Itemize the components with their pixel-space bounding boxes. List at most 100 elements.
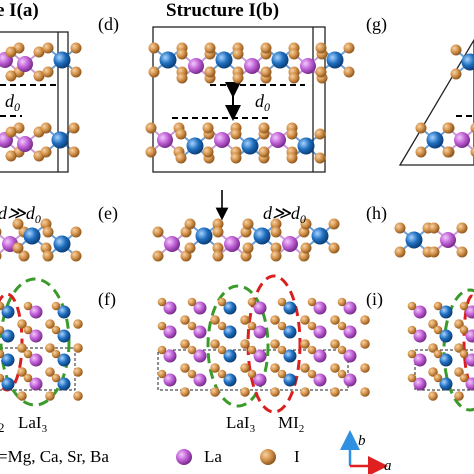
metal-atom	[426, 131, 444, 149]
iodine-atom	[175, 128, 187, 140]
iodine-atom	[433, 373, 443, 383]
atom-layer	[0, 42, 474, 401]
iodine-atom	[337, 369, 347, 379]
lanthanum-atom	[313, 349, 327, 363]
iodine-atom	[17, 319, 27, 329]
lai3-label-middle: LaI3	[226, 413, 256, 435]
mi2-label-middle: MI2	[278, 413, 304, 435]
metal-atom	[186, 137, 204, 155]
iodine-atom	[240, 387, 250, 397]
lanthanum-atom	[163, 301, 177, 315]
metal-atom	[57, 329, 71, 343]
lanthanum-atom	[193, 373, 207, 387]
unit-cell-frame-left	[0, 31, 69, 173]
lanthanum-atom	[413, 377, 427, 391]
iodine-atom	[176, 48, 188, 60]
iodine-atom	[73, 319, 83, 329]
header-structure-ia-partial: e I(a)	[0, 0, 39, 21]
iodine-atom	[212, 250, 224, 262]
iodine-atom	[270, 315, 280, 325]
red-domain-mid	[246, 274, 302, 414]
lanthanum-atom	[253, 301, 267, 315]
iodine-atom	[45, 391, 55, 401]
lanthanum-atom	[343, 349, 357, 363]
iodine-atom	[17, 367, 27, 377]
iodine-atom	[286, 128, 298, 140]
iodine-atom	[212, 242, 224, 254]
metal-atom	[223, 349, 237, 363]
iodine-atom	[0, 373, 5, 383]
iodine-atom	[470, 146, 474, 158]
iodine-atom	[70, 250, 82, 262]
lanthanum-atom	[188, 58, 204, 74]
iodine-atom	[300, 242, 312, 254]
iodine-atom	[270, 226, 282, 238]
iodine-atom	[187, 297, 197, 307]
metal-atom	[23, 227, 41, 245]
legend-i-text: I	[294, 447, 300, 466]
metal-atom	[57, 353, 71, 367]
iodine-atom	[0, 301, 5, 311]
lanthanum-atom	[413, 353, 427, 367]
panel-label-h: (h)	[366, 203, 387, 224]
iodine-atom	[217, 297, 227, 307]
iodine-atom	[433, 301, 443, 311]
iodine-atom	[240, 363, 250, 373]
lanthanum-atom	[163, 373, 177, 387]
green-domain-left	[0, 277, 71, 407]
iodine-atom	[187, 369, 197, 379]
iodine-atom	[18, 250, 30, 262]
iodine-atom	[0, 325, 5, 335]
metal-atom	[253, 227, 271, 245]
lanthanum-atom	[465, 353, 474, 367]
iodine-atom	[145, 122, 157, 134]
iodine-atom	[0, 252, 2, 260]
d0-label-middle: d0	[255, 91, 270, 114]
iodine-atom	[175, 152, 187, 164]
iodine-atom	[360, 363, 370, 373]
iodine-atom	[230, 128, 242, 140]
legend-la-atom	[176, 449, 192, 465]
iodine-atom	[314, 128, 326, 140]
iodine-atom	[428, 367, 438, 377]
iodine-atom	[407, 373, 417, 383]
iodine-atom	[148, 66, 160, 78]
metal-atom	[1, 353, 15, 367]
iodine-atom	[5, 126, 17, 138]
iodine-atom	[330, 339, 340, 349]
iodine-atom	[415, 122, 427, 134]
metal-atom	[57, 377, 71, 391]
iodine-atom	[230, 152, 242, 164]
iodine-atom	[330, 363, 340, 373]
iodine-atom	[258, 122, 270, 134]
metal-atom	[1, 329, 15, 343]
lanthanum-atom	[193, 325, 207, 339]
lanthanum-atom	[253, 349, 267, 363]
metal-atom	[271, 51, 289, 69]
lanthanum-atom	[17, 136, 33, 152]
iodine-atom	[184, 242, 196, 254]
iodine-atom	[202, 122, 214, 134]
iodine-atom	[12, 242, 24, 254]
metal-atom	[283, 373, 297, 387]
iodine-atom	[343, 42, 355, 54]
iodine-atom	[70, 42, 82, 54]
green-domain-mid	[206, 284, 270, 408]
metal-atom	[297, 137, 315, 155]
iodine-atom	[394, 246, 406, 258]
iodine-atom	[277, 345, 287, 355]
iodine-atom	[187, 345, 197, 355]
iodine-atom	[277, 369, 287, 379]
iodine-atom	[360, 315, 370, 325]
iodine-atom	[180, 339, 190, 349]
lanthanum-atom	[224, 236, 240, 252]
metal-atom	[439, 377, 453, 391]
iodine-atom	[202, 146, 214, 158]
iodine-atom	[450, 68, 462, 80]
iodine-atom	[260, 42, 272, 54]
iodine-atom	[300, 339, 310, 349]
iodine-atom	[337, 345, 347, 355]
iodine-atom	[428, 391, 438, 401]
lanthanum-atom	[465, 377, 474, 391]
iodine-atom	[204, 66, 216, 78]
